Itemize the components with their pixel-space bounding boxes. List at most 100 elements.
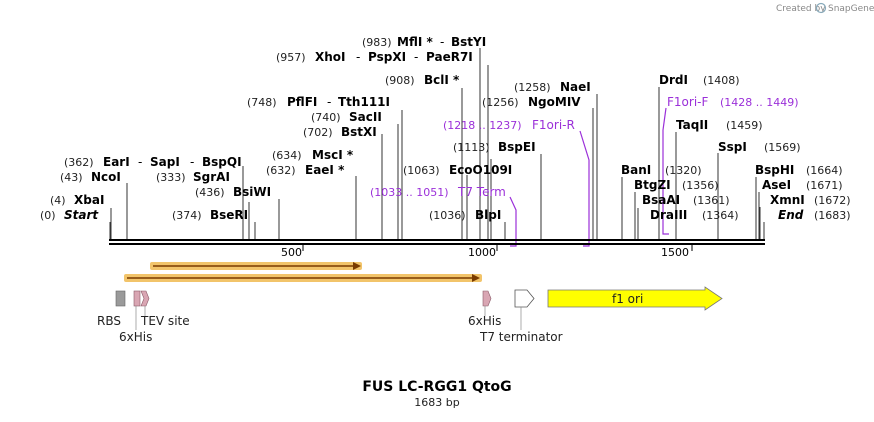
primer-f1orif-line: [662, 107, 669, 235]
site-labels-top-middle: (983) MflI * - BstYI (957) XhoI - PspXI …: [276, 35, 591, 222]
site-end-position: (1683): [814, 209, 851, 222]
site-eari-position: (362): [64, 156, 94, 169]
site-sacii-position: (740): [311, 111, 341, 124]
site-msci-position: (634): [272, 149, 302, 162]
site-labels-left: (0) Start (4) XbaI (43) NcoI (362) EarI …: [40, 155, 271, 222]
snapgene-logo-icon: [815, 2, 827, 14]
site-bstxi-name[interactable]: BstXI: [341, 125, 377, 139]
site-paer7i-name[interactable]: PaeR7I: [426, 50, 473, 64]
site-xhoi-name[interactable]: XhoI: [315, 50, 346, 64]
primer-f1orir-line: [579, 130, 590, 247]
his-tag-box-1[interactable]: [133, 290, 141, 307]
tick-label-500: 500: [281, 246, 302, 259]
site-bsphi-name[interactable]: BspHI: [755, 163, 794, 177]
site-sgrai-position: (333): [156, 171, 186, 184]
site-end-name[interactable]: End: [778, 208, 804, 222]
his-tag-label-1: 6xHis: [119, 330, 152, 344]
site-asei-name[interactable]: AseI: [762, 178, 791, 192]
site-sspi-name[interactable]: SspI: [718, 140, 747, 154]
site-xbai-name[interactable]: XbaI: [74, 193, 104, 207]
primer-labels: (1033 .. 1051) T7 Term (1218 .. 1237) F1…: [370, 95, 799, 199]
site-sacii-name[interactable]: SacII: [349, 110, 382, 124]
site-start-name[interactable]: Start: [64, 208, 99, 222]
tev-site-chevron[interactable]: [140, 290, 150, 307]
site-drdi-position: (1408): [703, 74, 740, 87]
site-bsaai-position: (1361): [693, 194, 730, 207]
site-bseri-name[interactable]: BseRI: [210, 208, 248, 222]
site-bani-position: (1320): [665, 164, 702, 177]
tick-label-1000: 1000: [468, 246, 496, 259]
site-tth111i-name[interactable]: Tth111I: [338, 95, 390, 109]
orf-features: [124, 262, 482, 282]
f1-ori-label: f1 ori: [612, 292, 643, 306]
separator-dash: -: [414, 50, 418, 64]
f1-ori-arrow[interactable]: [547, 286, 723, 311]
rbs-box[interactable]: [115, 290, 126, 307]
site-mfli-name[interactable]: MflI *: [397, 35, 433, 49]
map-title: FUS LC-RGG1 QtoG: [362, 379, 511, 395]
site-start-position: (0): [40, 209, 56, 222]
site-ncoi-name[interactable]: NcoI: [91, 170, 121, 184]
site-ngomiv-name[interactable]: NgoMIV: [528, 95, 581, 109]
separator-dash: -: [138, 155, 142, 169]
site-xbai-position: (4): [50, 194, 66, 207]
site-msci-name[interactable]: MscI *: [312, 148, 354, 162]
site-lines: [109, 48, 765, 240]
site-bani-name[interactable]: BanI: [621, 163, 651, 177]
site-draiii-position: (1364): [702, 209, 739, 222]
site-pspxi-name[interactable]: PspXI: [368, 50, 406, 64]
site-eari-name[interactable]: EarI: [103, 155, 130, 169]
site-draiii-name[interactable]: DraIII: [650, 208, 687, 222]
rbs-label: RBS: [97, 314, 121, 328]
site-bsaai-name[interactable]: BsaAI: [642, 193, 680, 207]
site-ngomiv-position: (1256): [482, 96, 519, 109]
primer-t7term-range: (1033 .. 1051): [370, 186, 449, 199]
orf-large-arrowhead-icon: [472, 274, 480, 282]
primer-f1orir-range: (1218 .. 1237): [443, 119, 522, 132]
site-bsiwi-name[interactable]: BsiWI: [233, 185, 271, 199]
primer-f1orif-name[interactable]: F1ori-F: [667, 95, 708, 109]
site-labels-middle-left: (748) PflFI - Tth111I (740) SacII (702) …: [247, 95, 390, 177]
site-naei-position: (1258): [514, 81, 551, 94]
primer-f1orif-range: (1428 .. 1449): [720, 96, 799, 109]
site-ecoo109i-name[interactable]: EcoO109I: [449, 163, 512, 177]
site-bstyi-name[interactable]: BstYI: [451, 35, 486, 49]
site-taqii-position: (1459): [726, 119, 763, 132]
brand-text: SnapGene: [828, 4, 874, 14]
map-length: 1683 bp: [414, 396, 459, 409]
backbone-bottom-strand: [109, 243, 765, 245]
tick-label-1500: 1500: [661, 246, 689, 259]
site-xmni-name[interactable]: XmnI: [770, 193, 805, 207]
map-title-block: FUS LC-RGG1 QtoG 1683 bp: [362, 379, 511, 409]
separator-dash: -: [440, 35, 444, 49]
site-naei-name[interactable]: NaeI: [560, 80, 591, 94]
site-asei-position: (1671): [806, 179, 843, 192]
site-bcli-name[interactable]: BclI *: [424, 73, 460, 87]
primer-t7term-line: [509, 196, 517, 247]
site-eaei-position: (632): [266, 164, 296, 177]
t7-terminator-label: T7 terminator: [479, 330, 563, 344]
his-tag-label-2: 6xHis: [468, 314, 501, 328]
primer-f1orir-name[interactable]: F1ori-R: [532, 118, 575, 132]
site-blpi-name[interactable]: BlpI: [475, 208, 501, 222]
site-sgrai-name[interactable]: SgrAI: [193, 170, 230, 184]
credit: Created by SnapGene: [776, 2, 874, 14]
site-eaei-name[interactable]: EaeI *: [305, 163, 345, 177]
tev-site-label: TEV site: [140, 314, 190, 328]
site-btgzi-position: (1356): [682, 179, 719, 192]
site-drdi-name[interactable]: DrdI: [659, 73, 688, 87]
t7-terminator-arrow[interactable]: [514, 289, 535, 308]
site-bsphi-position: (1664): [806, 164, 843, 177]
site-bspqi-name[interactable]: BspQI: [202, 155, 242, 169]
site-taqii-name[interactable]: TaqII: [676, 118, 708, 132]
site-bspei-position: (1113): [453, 141, 490, 154]
site-bspei-name[interactable]: BspEI: [498, 140, 536, 154]
site-ecoo109i-position: (1063): [403, 164, 440, 177]
separator-dash: -: [190, 155, 194, 169]
primer-t7term-name[interactable]: T7 Term: [457, 185, 506, 199]
site-sapi-name[interactable]: SapI: [150, 155, 180, 169]
site-pflfi-name[interactable]: PflFI: [287, 95, 317, 109]
site-btgzi-name[interactable]: BtgZI: [634, 178, 671, 192]
his-tag-box-2[interactable]: [482, 290, 492, 307]
site-xmni-position: (1672): [814, 194, 851, 207]
